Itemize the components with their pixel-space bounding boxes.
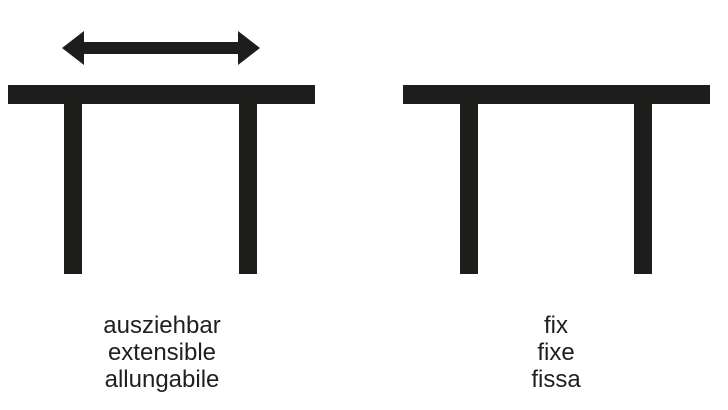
extendable-table-right-leg [239, 104, 257, 274]
extendable-table-top [8, 85, 315, 104]
extendable-caption: ausziehbar extensible allungabile [32, 312, 292, 393]
extendable-table-icon [8, 31, 315, 274]
caption-italian: allungabile [104, 366, 220, 393]
fixed-caption: fix fixe fissa [426, 312, 686, 393]
fixed-table-top [403, 85, 710, 104]
fixed-table-right-leg [634, 104, 652, 274]
caption-french: fixe [537, 339, 575, 366]
fixed-table-icon [403, 85, 710, 274]
fixed-table-left-leg [460, 104, 478, 274]
caption-german: fix [544, 312, 568, 339]
caption-german: ausziehbar [103, 312, 221, 339]
double-arrow-icon [62, 31, 260, 65]
caption-french: extensible [107, 339, 217, 366]
extendable-table-left-leg [64, 104, 82, 274]
caption-italian: fissa [531, 366, 581, 393]
